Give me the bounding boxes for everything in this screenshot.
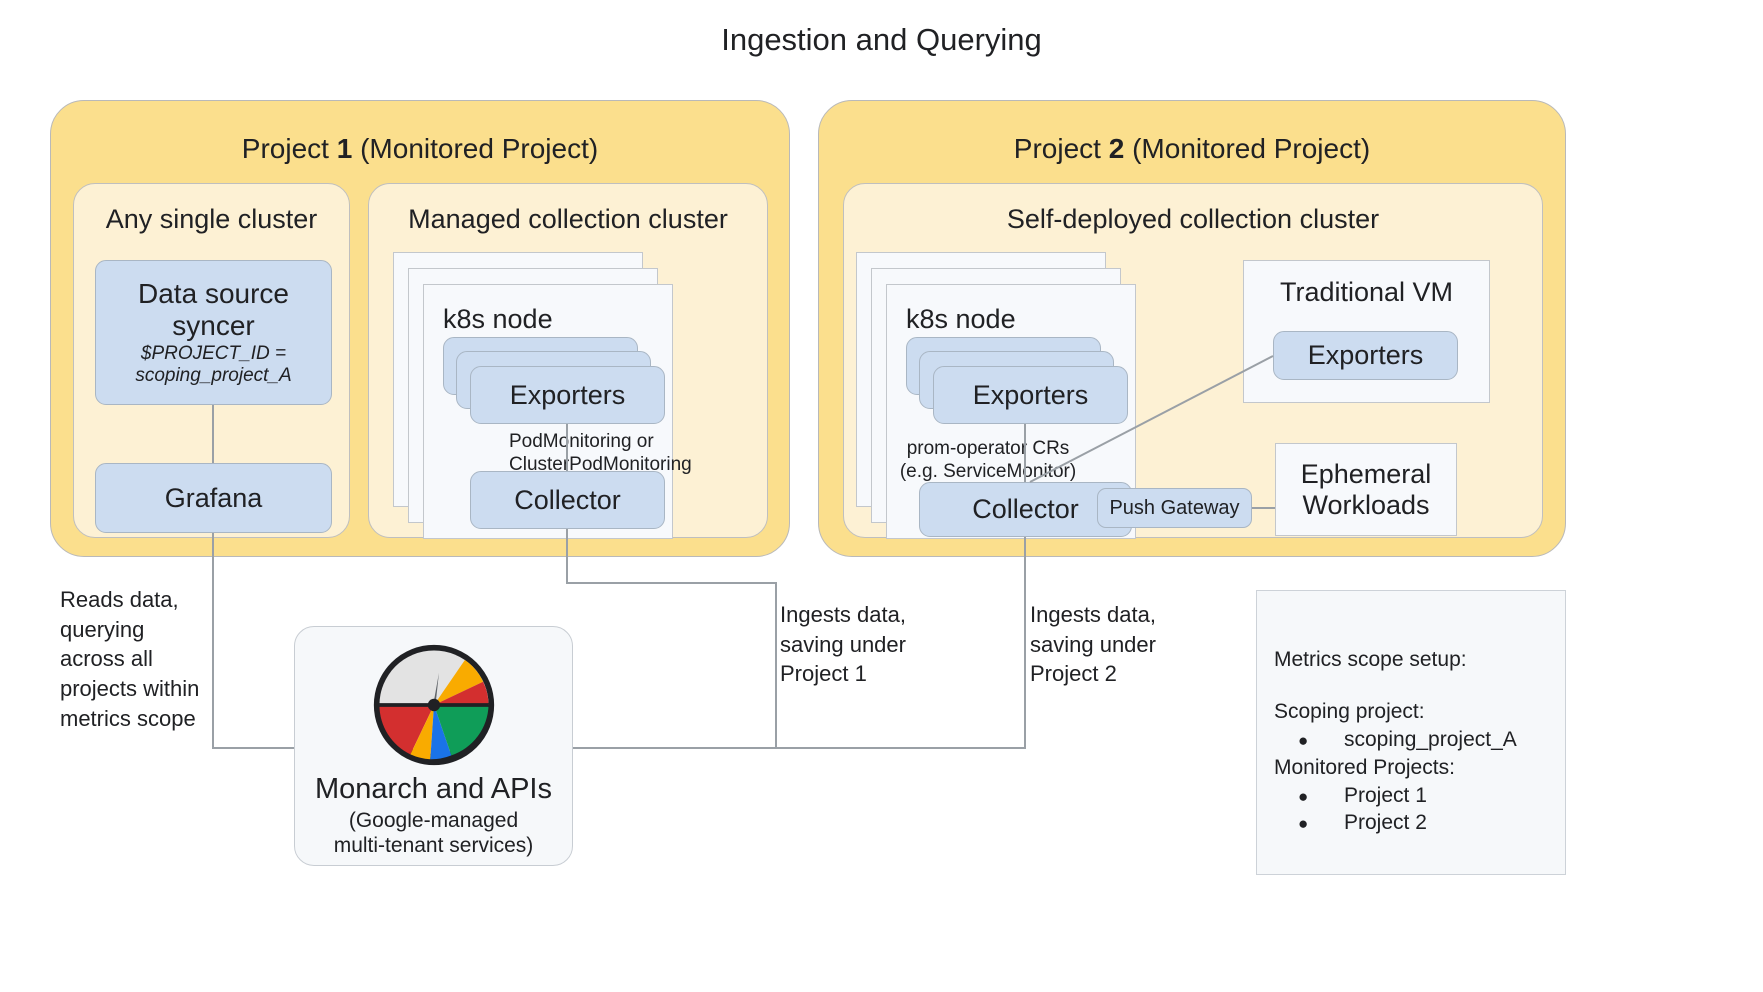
push-gateway-label: Push Gateway [1109,496,1240,519]
k8s-node-1-label: k8s node [443,304,553,334]
bullet-icon: ● [1298,731,1309,750]
monarch-title: Monarch and APIs [315,773,552,805]
collector-2-box[interactable]: Collector [919,482,1132,537]
prom-operator-edge-label: prom-operator CRs (e.g. ServiceMonitor) [899,438,1077,483]
page-title: Ingestion and Querying [721,22,1042,57]
legend-scoping-item-label: scoping_project_A [1344,728,1517,751]
legend-monitored-label: Monitored Projects: [1274,756,1455,779]
project-1-title-prefix: Project [241,133,337,164]
cluster-managed-collection-title: Managed collection cluster [408,204,728,234]
exporters-1-box[interactable]: Exporters [470,366,665,424]
project-1-title-suffix: (Monitored Project) [352,133,599,164]
legend-monitored-item-2-label: Project 2 [1344,811,1427,834]
vm-exporters-box[interactable]: Exporters [1273,331,1458,380]
legend-monitored-item-1: ● Project 1 [1274,784,1554,808]
legend-monitored-item-2: ● Project 2 [1274,811,1554,835]
ingests-project2-annotation: Ingests data, saving under Project 2 [1030,602,1156,687]
data-source-syncer-env: $PROJECT_ID = scoping_project_A [135,343,292,386]
collector-1-label: Collector [514,484,621,515]
ingests-project1-annotation: Ingests data, saving under Project 1 [780,602,906,687]
push-gateway-box[interactable]: Push Gateway [1097,488,1252,528]
collector-1-box[interactable]: Collector [470,471,665,529]
metrics-scope-legend: Metrics scope setup: Scoping project: ● … [1256,590,1566,875]
project-2-title-suffix: (Monitored Project) [1124,133,1371,164]
data-source-syncer-box[interactable]: Data source syncer $PROJECT_ID = scoping… [95,260,332,405]
cluster-any-single-title: Any single cluster [105,204,318,234]
project-2-title-num: 2 [1108,133,1125,164]
monarch-subtitle: (Google-managed multi-tenant services) [333,809,534,858]
monarch-and-apis-node[interactable]: Monarch and APIs (Google-managed multi-t… [294,626,573,866]
legend-monitored-item-1-label: Project 1 [1344,784,1427,807]
traditional-vm-label: Traditional VM [1279,277,1454,307]
grafana-label: Grafana [164,482,263,513]
cluster-self-deployed-title: Self-deployed collection cluster [1006,204,1380,234]
grafana-box[interactable]: Grafana [95,463,332,533]
exporters-1-label: Exporters [509,379,626,410]
podmonitoring-edge-label: PodMonitoring or ClusterPodMonitoring [509,431,692,476]
bullet-icon: ● [1298,787,1309,806]
ephemeral-workloads-label: Ephemeral Workloads [1300,459,1432,520]
data-source-syncer-label: Data source syncer [138,278,289,341]
project-2-title: Project 2 (Monitored Project) [819,133,1565,165]
monarch-gauge-icon [373,644,494,766]
k8s-node-2-label: k8s node [906,304,1016,334]
project-1-title: Project 1 (Monitored Project) [51,133,789,165]
ephemeral-workloads-card: Ephemeral Workloads [1275,443,1457,536]
vm-exporters-label: Exporters [1307,340,1424,371]
project-1-title-num: 1 [336,133,353,164]
legend-scoping-item: ● scoping_project_A [1274,728,1554,752]
collector-2-label: Collector [972,494,1079,525]
reads-data-annotation: Reads data, querying across all projects… [60,587,200,731]
legend-scoping-label: Scoping project: [1274,700,1425,723]
project-2-title-prefix: Project [1013,133,1109,164]
legend-heading: Metrics scope setup: [1274,648,1467,671]
bullet-icon: ● [1298,814,1309,833]
exporters-2-box[interactable]: Exporters [933,366,1128,424]
exporters-2-label: Exporters [972,379,1089,410]
